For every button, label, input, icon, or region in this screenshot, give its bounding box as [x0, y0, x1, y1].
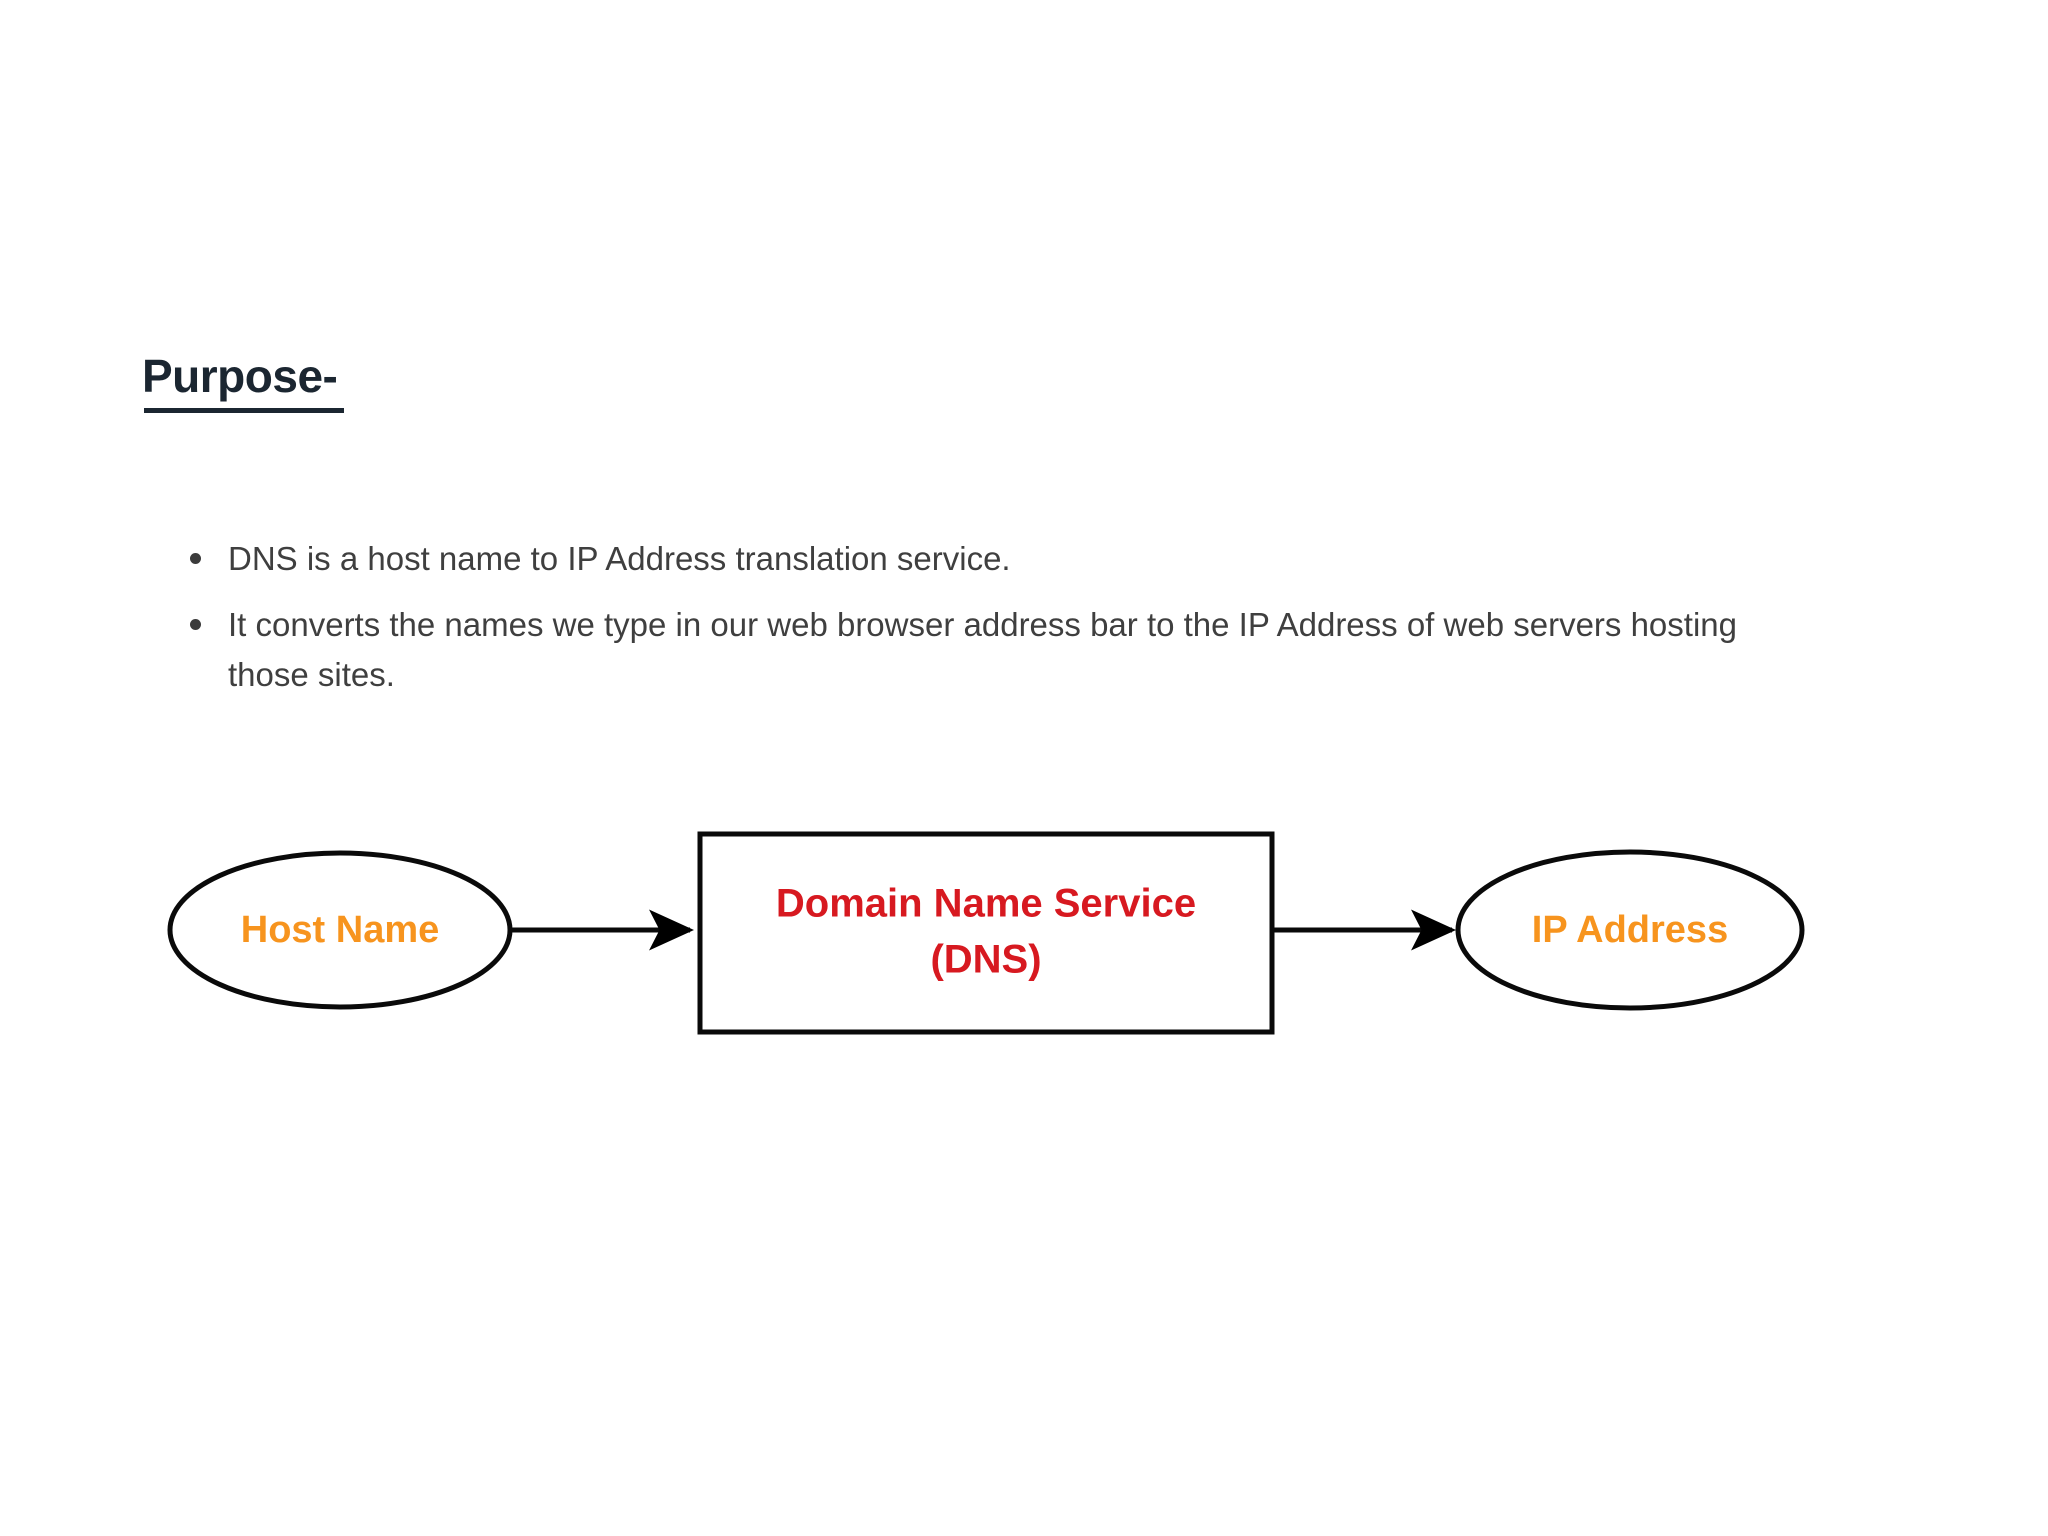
- ip-address-ellipse: [1455, 849, 1805, 1011]
- node-dns: Domain Name Service (DNS): [697, 831, 1275, 1035]
- dns-label-line2: (DNS): [930, 938, 1041, 982]
- list-item: DNS is a host name to IP Address transla…: [180, 534, 1820, 584]
- host-name-label: Host Name: [241, 909, 440, 951]
- dns-box: [697, 831, 1275, 1035]
- node-host-name: Host Name: [167, 850, 513, 1010]
- bullet-list: DNS is a host name to IP Address transla…: [180, 534, 1820, 716]
- dns-label-line1: Domain Name Service: [776, 882, 1196, 926]
- list-item: It converts the names we type in our web…: [180, 600, 1820, 700]
- list-item-text: It converts the names we type in our web…: [228, 606, 1737, 694]
- bullet-dot-icon: [190, 553, 201, 564]
- host-name-ellipse: [167, 850, 513, 1010]
- ip-address-label: IP Address: [1532, 909, 1728, 951]
- page-title-underline: [144, 408, 344, 413]
- node-ip-address: IP Address: [1455, 849, 1805, 1011]
- list-item-text: DNS is a host name to IP Address transla…: [228, 540, 1011, 577]
- bullet-dot-icon: [190, 619, 201, 631]
- page-title: Purpose-: [142, 350, 338, 402]
